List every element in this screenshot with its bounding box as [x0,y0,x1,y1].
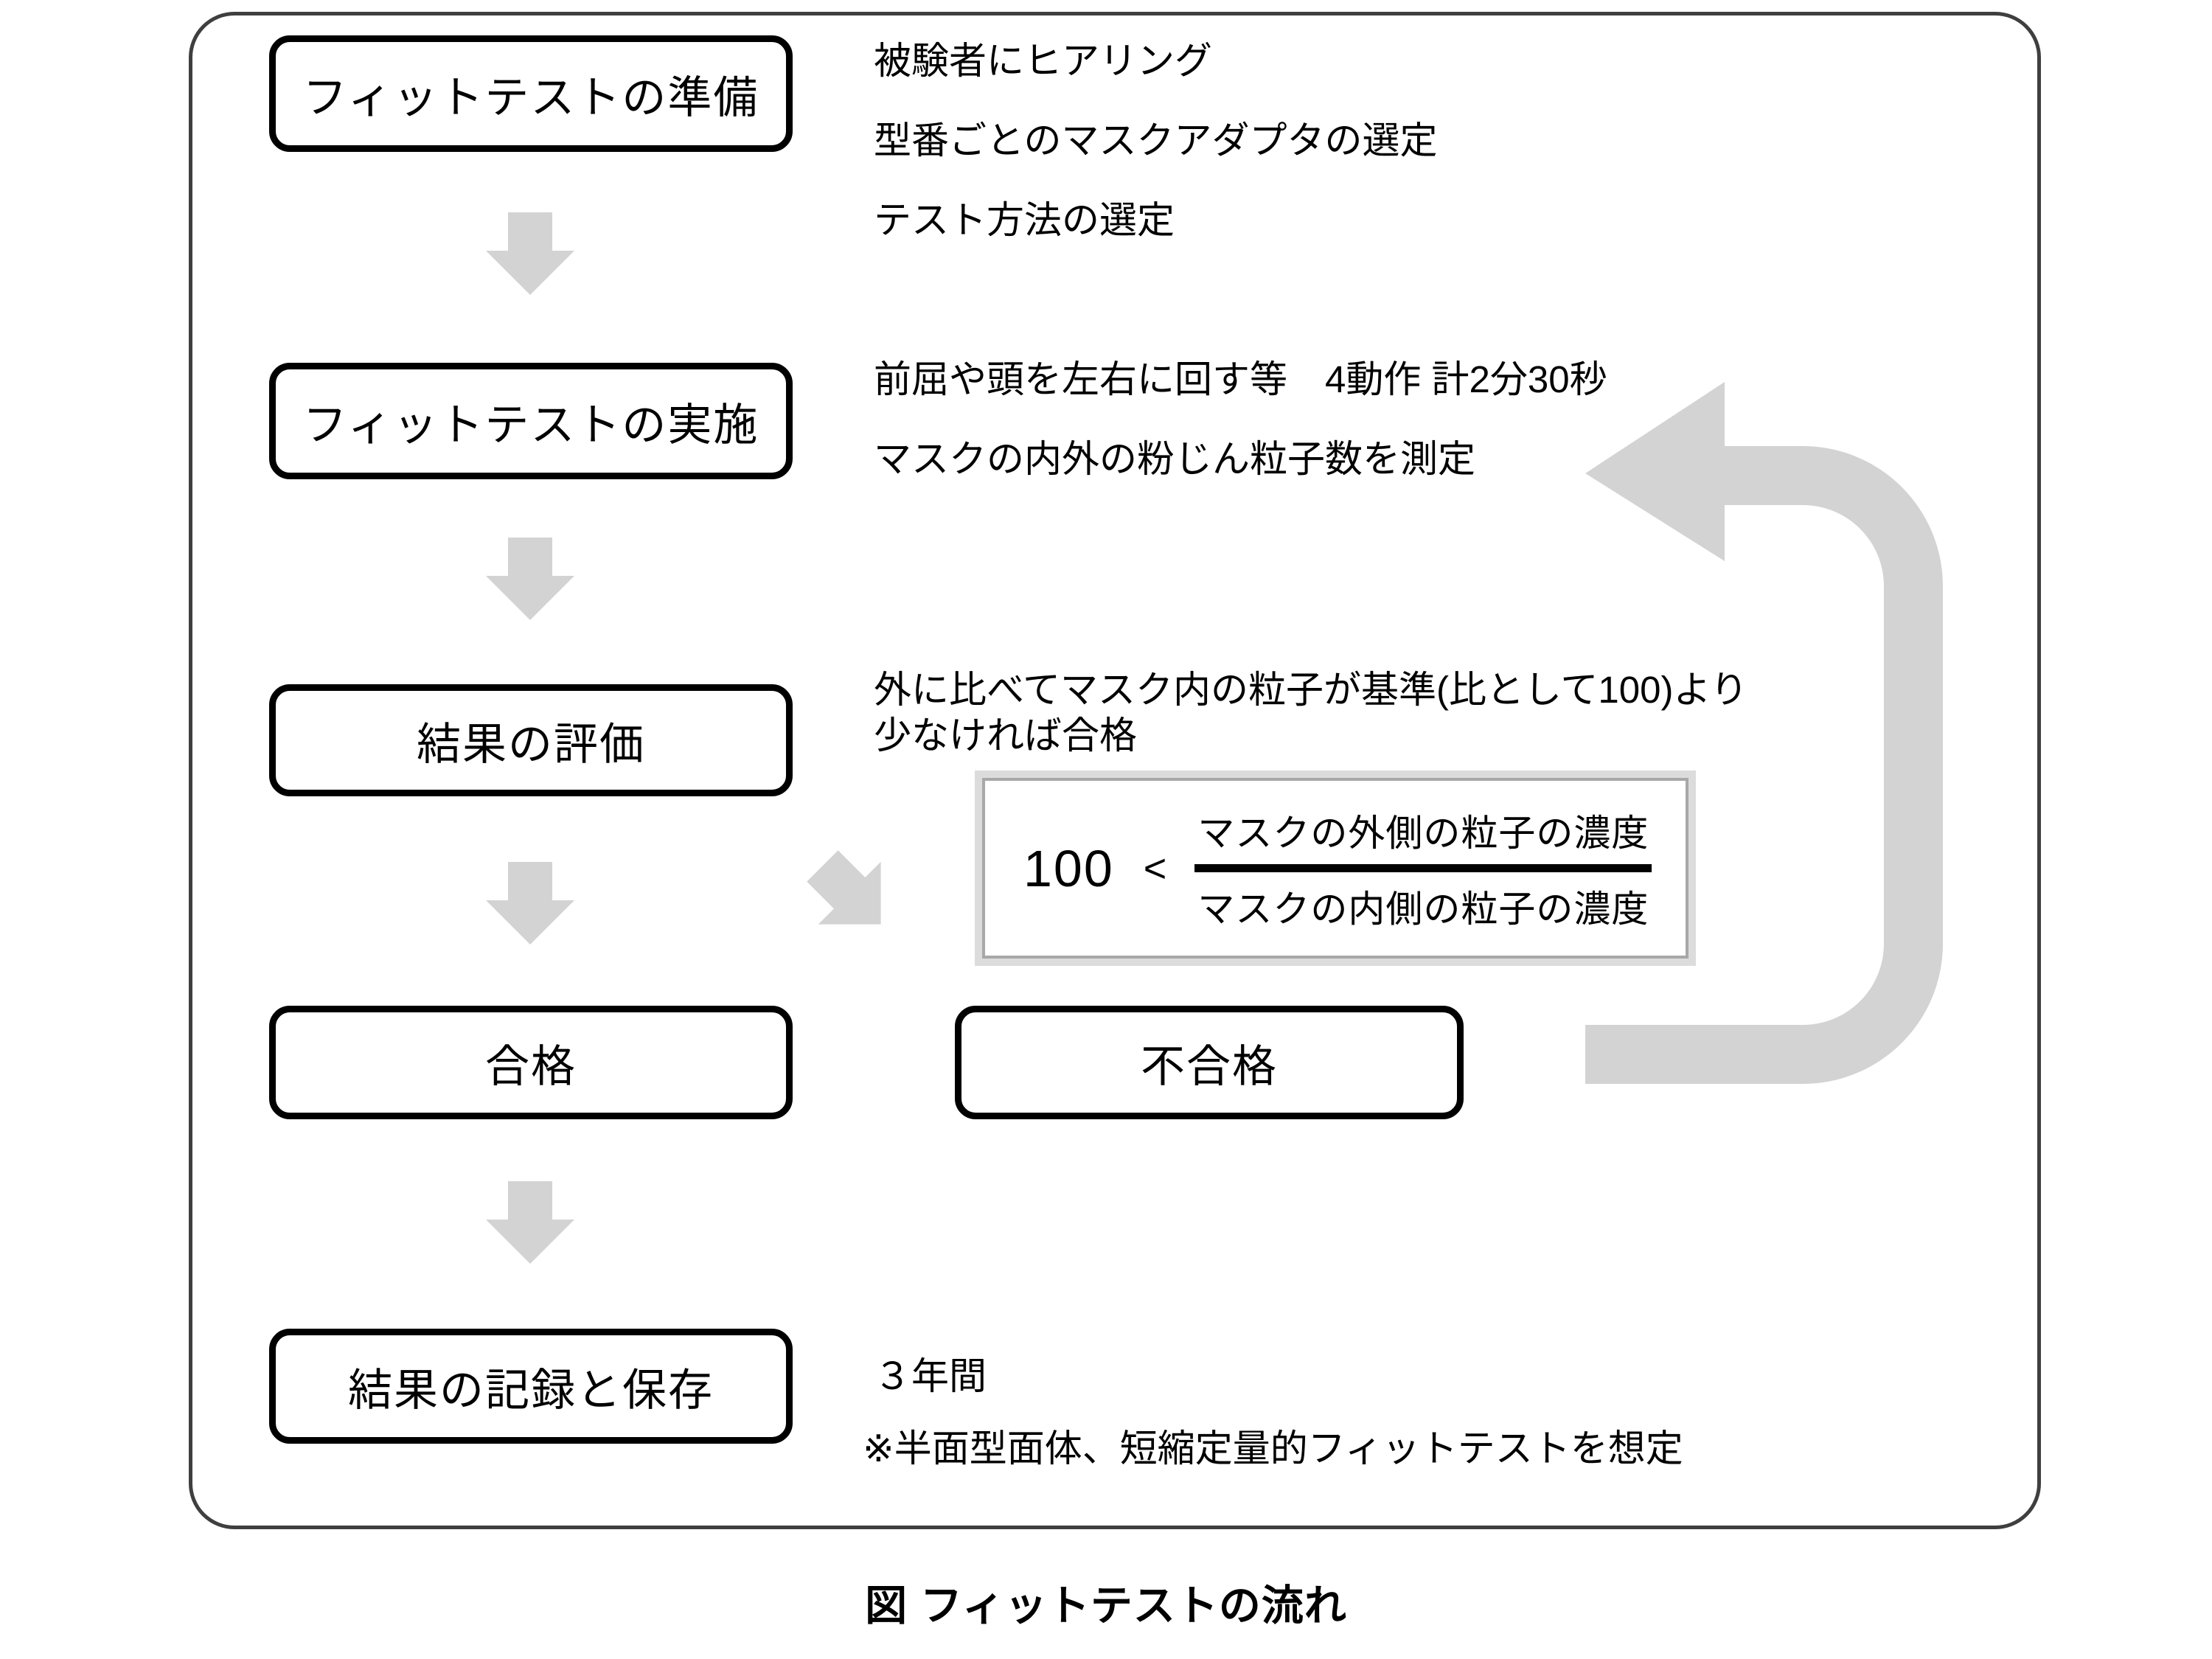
note-evaluation-2: 少なければ合格 [874,714,1138,757]
diagonal-arrow-icon [807,850,881,925]
step-box-pass: 合格 [269,1006,793,1119]
step-label-preparation: フィットテストの準備 [302,72,759,122]
step-box-record: 結果の記録と保存 [269,1329,793,1444]
fraction-numerator: マスクの外側の粒子の濃度 [1197,813,1649,854]
fraction-denominator: マスクの内側の粒子の濃度 [1197,888,1649,930]
concentration-ratio-fraction: マスクの外側の粒子の濃度 マスクの内側の粒子の濃度 [1194,804,1652,933]
pass-criteria-formula: 100 < マスクの外側の粒子の濃度 マスクの内側の粒子の濃度 [982,778,1688,959]
step-label-pass: 合格 [485,1041,577,1091]
down-arrow-icon [486,1181,574,1264]
down-arrow-icon [486,862,574,945]
step-label-execution: フィットテストの実施 [302,400,759,450]
note-evaluation-1: 外に比べてマスク内の粒子が基準(比として100)より [874,669,1748,711]
formula-threshold: 100 [1023,839,1114,897]
step-label-record: 結果の記録と保存 [348,1365,714,1415]
note-record-footnote: ※半面型面体、短縮定量的フィットテストを想定 [863,1427,1683,1470]
fraction-bar [1194,864,1652,872]
less-than-operator: < [1143,846,1167,891]
step-box-evaluation: 結果の評価 [269,684,793,796]
note-preparation-1: 被験者にヒアリング [874,40,1213,82]
note-preparation-3: テスト方法の選定 [874,199,1175,241]
down-arrow-icon [486,212,574,295]
figure-caption: 図 フィットテストの流れ [865,1582,1347,1630]
step-box-preparation: フィットテストの準備 [269,35,793,152]
note-execution-2: マスクの内外の粉じん粒子数を測定 [874,438,1476,480]
step-label-fail: 不合格 [1141,1041,1278,1091]
step-box-execution: フィットテストの実施 [269,363,793,479]
step-label-evaluation: 結果の評価 [417,719,645,769]
note-execution-1: 前屈や頭を左右に回す等 4動作 計2分30秒 [874,358,1607,400]
note-preparation-2: 型番ごとのマスクアダプタの選定 [874,119,1438,161]
note-record-retention: ３年間 [874,1355,987,1397]
step-box-fail: 不合格 [955,1006,1464,1119]
down-arrow-icon [486,538,574,620]
